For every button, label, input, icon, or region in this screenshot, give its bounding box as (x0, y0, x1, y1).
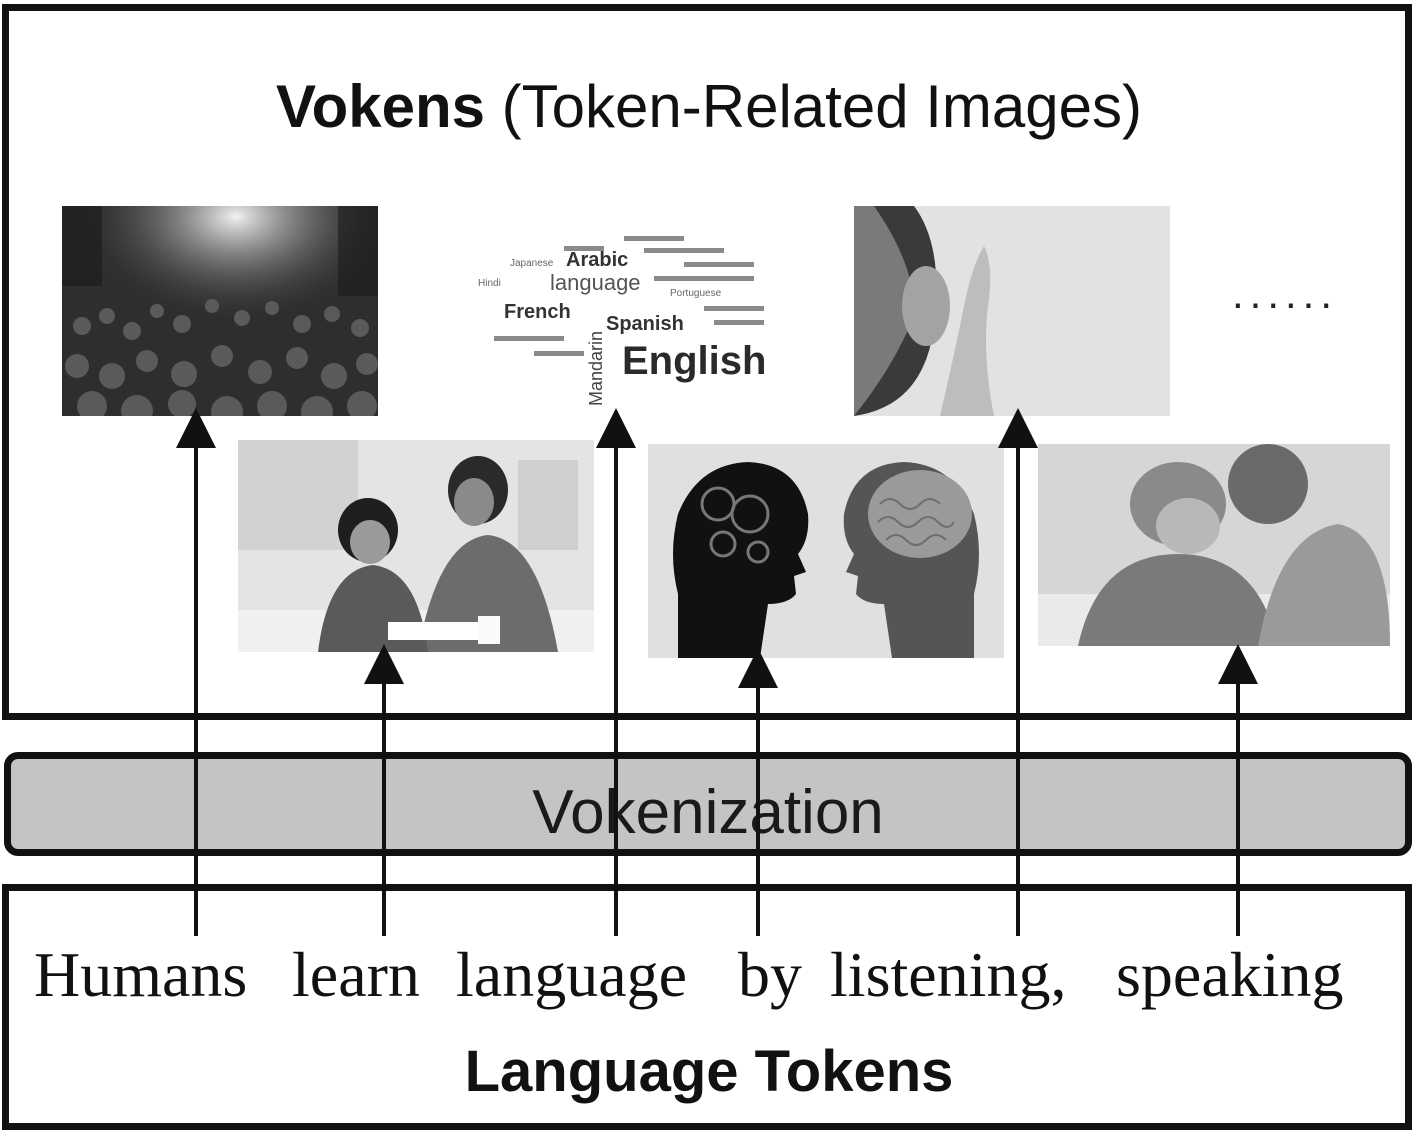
token-listening: listening, (830, 939, 1067, 1010)
word-cloud-arabic: Arabic (566, 249, 628, 271)
children-whispering-image (1038, 444, 1390, 646)
more-vokens-ellipsis: ...... (1232, 270, 1339, 317)
vokens-title-subtitle: (Token-Related Images) (485, 73, 1142, 140)
token-by: by (738, 939, 802, 1010)
token-speaking: speaking (1116, 939, 1344, 1010)
vokenization-label: Vokenization (532, 778, 884, 847)
two-heads-brain-image (648, 444, 1004, 658)
language-word-cloud-image: Arabic language French Spanish English M… (474, 206, 784, 412)
vokens-title-bold: Vokens (276, 73, 486, 140)
ear-listening-image (854, 206, 1170, 416)
word-cloud-hindi: Hindi (478, 278, 501, 289)
token-learn: learn (292, 939, 420, 1010)
word-cloud-portuguese: Portuguese (670, 288, 722, 299)
mother-daughter-learning-image (238, 440, 594, 652)
word-cloud-english: English (622, 339, 766, 383)
vokens-title: Vokens (Token-Related Images) (0, 72, 1418, 141)
language-tokens-panel (2, 884, 1412, 1130)
language-tokens-title: Language Tokens (464, 1039, 954, 1104)
word-cloud-spanish: Spanish (606, 313, 684, 335)
word-cloud-french: French (504, 301, 571, 323)
token-humans: Humans (34, 939, 248, 1010)
word-cloud-mandarin: Mandarin (586, 331, 606, 406)
crowd-image (62, 206, 378, 416)
word-cloud-japanese: Japanese (510, 258, 554, 269)
vokenization-bar: Vokenization (4, 752, 1412, 856)
token-language: language (456, 939, 687, 1010)
word-cloud-language: language (550, 270, 641, 295)
